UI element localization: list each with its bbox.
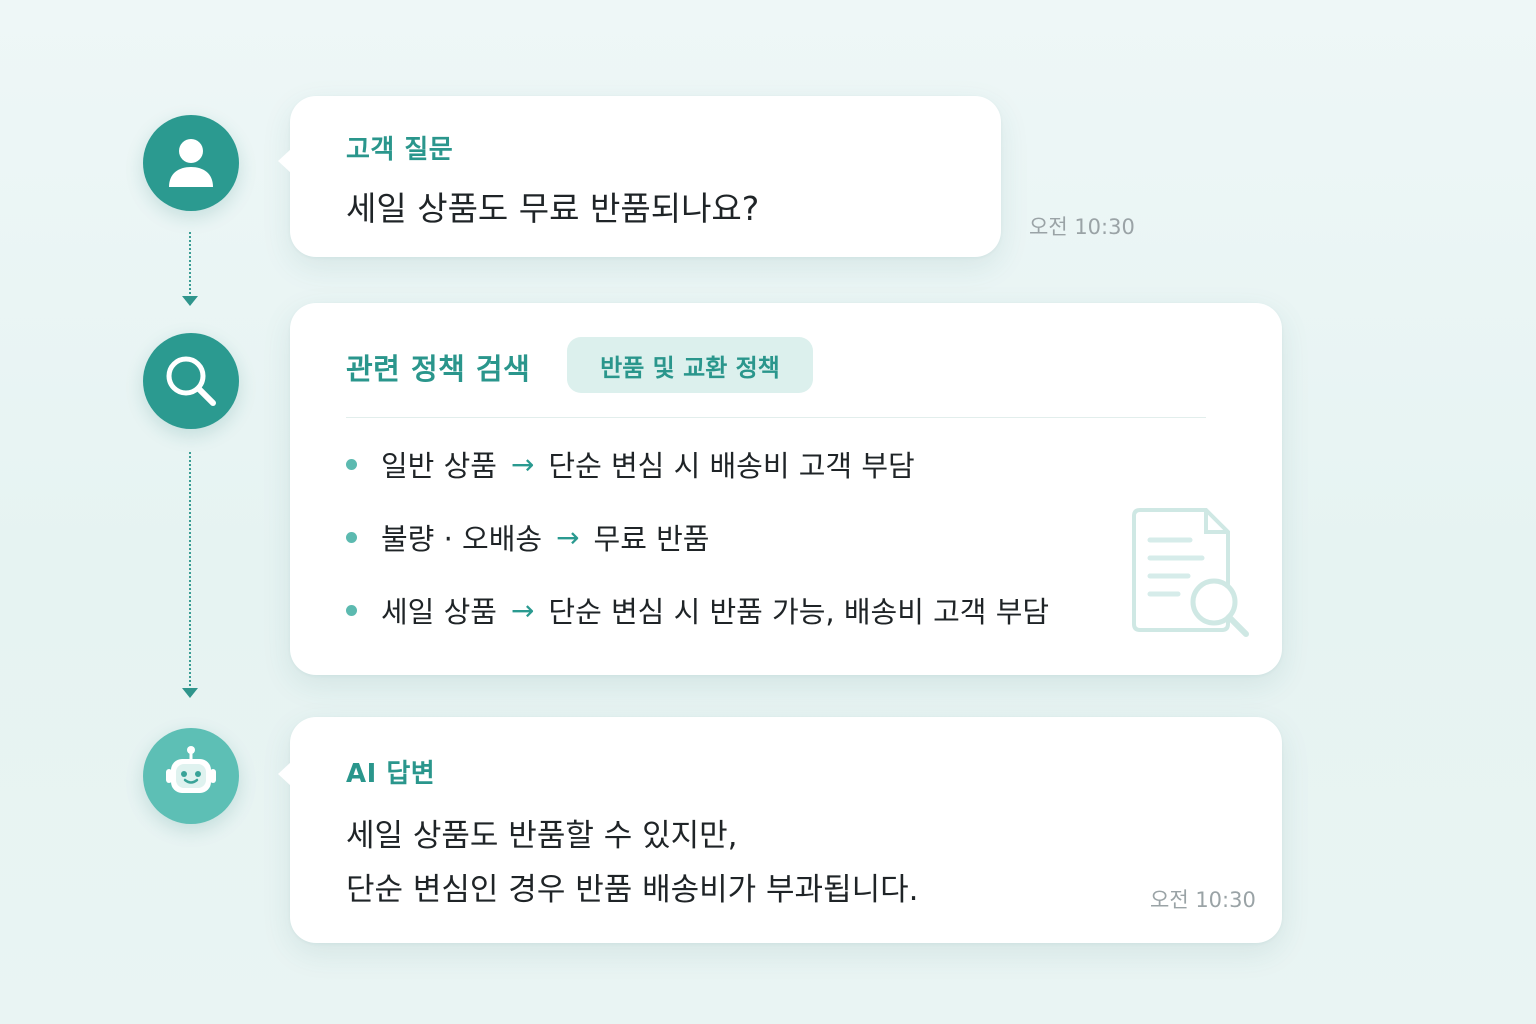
policy-chip[interactable]: 반품 및 교환 정책 [567,337,813,393]
ai-answer-card: AI 답변 세일 상품도 반품할 수 있지만, 단순 변심인 경우 반품 배송비… [278,717,1282,943]
policy-rule-item: 세일 상품 → 단순 변심 시 반품 가능, 배송비 고객 부담 [346,590,1049,630]
bullet-dot [346,531,357,543]
robot-icon [166,746,216,793]
ai-answer-line-1: 세일 상품도 반품할 수 있지만, [346,818,738,854]
policy-divider [346,417,1206,418]
arrow-right-icon: → [510,593,535,627]
policy-search-label: 관련 정책 검색 [346,352,531,386]
rule-result: 단순 변심 시 반품 가능, 배송비 고객 부담 [548,595,1050,629]
question-card-tail [278,149,291,173]
rule-subject: 세일 상품 [381,595,497,629]
user-icon [169,139,213,187]
flow-arrow-1 [182,296,198,306]
bullet-dot [346,604,357,616]
policy-search-card: 관련 정책 검색 반품 및 교환 정책 일반 상품 → 단순 변심 시 배송비 … [290,303,1282,675]
ai-answer-timestamp: 오전 10:30 [1150,888,1256,912]
document-search-icon [1132,508,1249,637]
ai-answer-line-2: 단순 변심인 경우 반품 배송비가 부과됩니다. [346,872,919,908]
rule-subject: 불량 · 오배송 [381,522,543,556]
question-text: 세일 상품도 무료 반품되나요? [346,189,760,228]
arrow-right-icon: → [556,520,580,554]
rule-result: 단순 변심 시 배송비 고객 부담 [548,449,915,483]
question-card: 고객 질문 세일 상품도 무료 반품되나요? [278,96,1001,257]
ai-avatar [143,728,239,824]
question-label: 고객 질문 [346,135,454,165]
search-avatar [143,333,239,429]
flow-arrow-2 [182,688,198,698]
ai-answer-label: AI 답변 [346,759,436,789]
ai-answer-card-tail [278,762,291,786]
customer-avatar [143,115,239,211]
flow-connector-2 [189,452,191,686]
arrow-right-icon: → [510,447,535,481]
policy-rule-item: 불량 · 오배송 → 무료 반품 [346,517,709,557]
question-timestamp: 오전 10:30 [1029,215,1135,239]
bullet-dot [346,458,357,470]
rule-subject: 일반 상품 [381,449,497,483]
flow-connector-1 [189,232,191,294]
search-icon [166,356,216,406]
rule-result: 무료 반품 [593,522,710,556]
policy-rule-item: 일반 상품 → 단순 변심 시 배송비 고객 부담 [346,444,915,484]
